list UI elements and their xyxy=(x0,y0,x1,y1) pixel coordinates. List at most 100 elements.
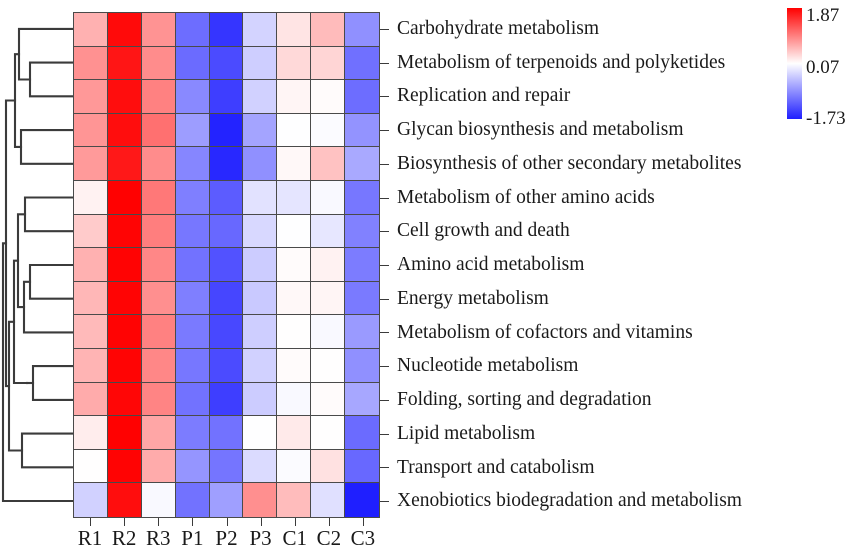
heatmap-cell xyxy=(243,281,278,316)
heatmap-cell xyxy=(141,483,176,517)
heatmap-cell xyxy=(141,180,176,215)
column-label: C1 xyxy=(282,526,307,550)
heatmap-cell xyxy=(175,214,210,249)
heatmap-cell xyxy=(209,180,244,215)
heatmap-cell xyxy=(107,46,142,81)
heatmap-cell xyxy=(141,281,176,316)
heatmap-cell xyxy=(141,348,176,383)
column-label: P1 xyxy=(181,526,204,550)
heatmap-cell xyxy=(277,281,312,316)
column-label: P3 xyxy=(249,526,272,550)
heatmap-cell xyxy=(243,46,278,81)
row-label: Xenobiotics biodegradation and metabolis… xyxy=(397,490,742,512)
heatmap-cell xyxy=(175,248,210,282)
heatmap-cell xyxy=(209,113,244,148)
heatmap-cell xyxy=(345,281,379,316)
heatmap-cell xyxy=(175,416,210,450)
heatmap-cell xyxy=(74,113,108,148)
row-tick xyxy=(380,399,389,401)
heatmap-cell xyxy=(141,214,176,249)
heatmap-cell xyxy=(243,248,278,282)
heatmap-cell xyxy=(74,416,108,450)
heatmap-cell xyxy=(209,416,244,450)
heatmap-cell xyxy=(345,214,379,249)
heatmap-cell xyxy=(175,449,210,484)
heatmap-cell xyxy=(277,80,312,114)
heatmap-cell xyxy=(311,248,346,282)
heatmap-cell xyxy=(277,248,312,282)
heatmap-cell xyxy=(107,147,142,181)
heatmap-cell xyxy=(277,147,312,181)
row-tick xyxy=(380,96,389,98)
heatmap-grid xyxy=(73,12,380,518)
column-tick xyxy=(362,518,364,526)
heatmap-cell xyxy=(345,147,379,181)
row-tick xyxy=(380,163,389,165)
row-label: Replication and repair xyxy=(397,85,571,107)
heatmap-cell xyxy=(345,449,379,484)
row-tick xyxy=(380,130,389,132)
heatmap-cell xyxy=(209,248,244,282)
heatmap-cell xyxy=(74,214,108,249)
heatmap-cell xyxy=(175,382,210,417)
heatmap-cell xyxy=(107,416,142,450)
heatmap-cell xyxy=(345,416,379,450)
heatmap-cell xyxy=(74,281,108,316)
row-label: Energy metabolism xyxy=(397,287,549,309)
heatmap-cell xyxy=(277,416,312,450)
heatmap-cell xyxy=(209,449,244,484)
column-label: R1 xyxy=(77,526,103,550)
heatmap-cell xyxy=(243,348,278,383)
heatmap-cell xyxy=(345,348,379,383)
row-tick xyxy=(380,298,389,300)
row-tick xyxy=(380,467,389,469)
heatmap-cell xyxy=(345,382,379,417)
column-tick xyxy=(294,518,296,526)
heatmap-cell xyxy=(243,315,278,349)
heatmap-cell xyxy=(175,281,210,316)
heatmap-cell xyxy=(74,80,108,114)
heatmap-cell xyxy=(107,113,142,148)
heatmap-cell xyxy=(311,80,346,114)
heatmap-cell xyxy=(345,113,379,148)
column-label: C2 xyxy=(316,526,342,550)
heatmap-cell xyxy=(243,113,278,148)
heatmap-cell xyxy=(74,315,108,349)
heatmap-cell xyxy=(277,449,312,484)
heatmap-cell xyxy=(141,13,176,47)
heatmap-cell xyxy=(175,113,210,148)
heatmap-cell xyxy=(74,382,108,417)
row-label: Biosynthesis of other secondary metaboli… xyxy=(397,152,742,174)
heatmap-cell xyxy=(277,46,312,81)
row-label: Lipid metabolism xyxy=(397,422,536,444)
heatmap-cell xyxy=(277,214,312,249)
heatmap-cell xyxy=(345,13,379,47)
colorbar-legend: 1.87 0.07 -1.73 xyxy=(787,6,851,131)
heatmap-cell xyxy=(141,147,176,181)
heatmap-cell xyxy=(311,382,346,417)
heatmap-cell xyxy=(74,483,108,517)
heatmap-cell xyxy=(243,147,278,181)
heatmap-cell xyxy=(209,214,244,249)
heatmap-cell xyxy=(175,13,210,47)
heatmap-cell xyxy=(107,80,142,114)
heatmap-cell xyxy=(311,281,346,316)
heatmap-cell xyxy=(311,214,346,249)
column-tick xyxy=(260,518,262,526)
heatmap-cell xyxy=(74,449,108,484)
column-label: R3 xyxy=(146,526,171,550)
row-tick xyxy=(380,332,389,334)
heatmap-cell xyxy=(175,315,210,349)
heatmap-cell xyxy=(141,416,176,450)
heatmap-cell xyxy=(243,382,278,417)
row-label: Nucleotide metabolism xyxy=(397,355,579,377)
heatmap-cell xyxy=(107,483,142,517)
heatmap-cell xyxy=(175,80,210,114)
heatmap-cell xyxy=(107,315,142,349)
heatmap-cell xyxy=(175,348,210,383)
heatmap-cell xyxy=(74,46,108,81)
row-tick xyxy=(380,501,389,503)
heatmap-cell xyxy=(175,147,210,181)
